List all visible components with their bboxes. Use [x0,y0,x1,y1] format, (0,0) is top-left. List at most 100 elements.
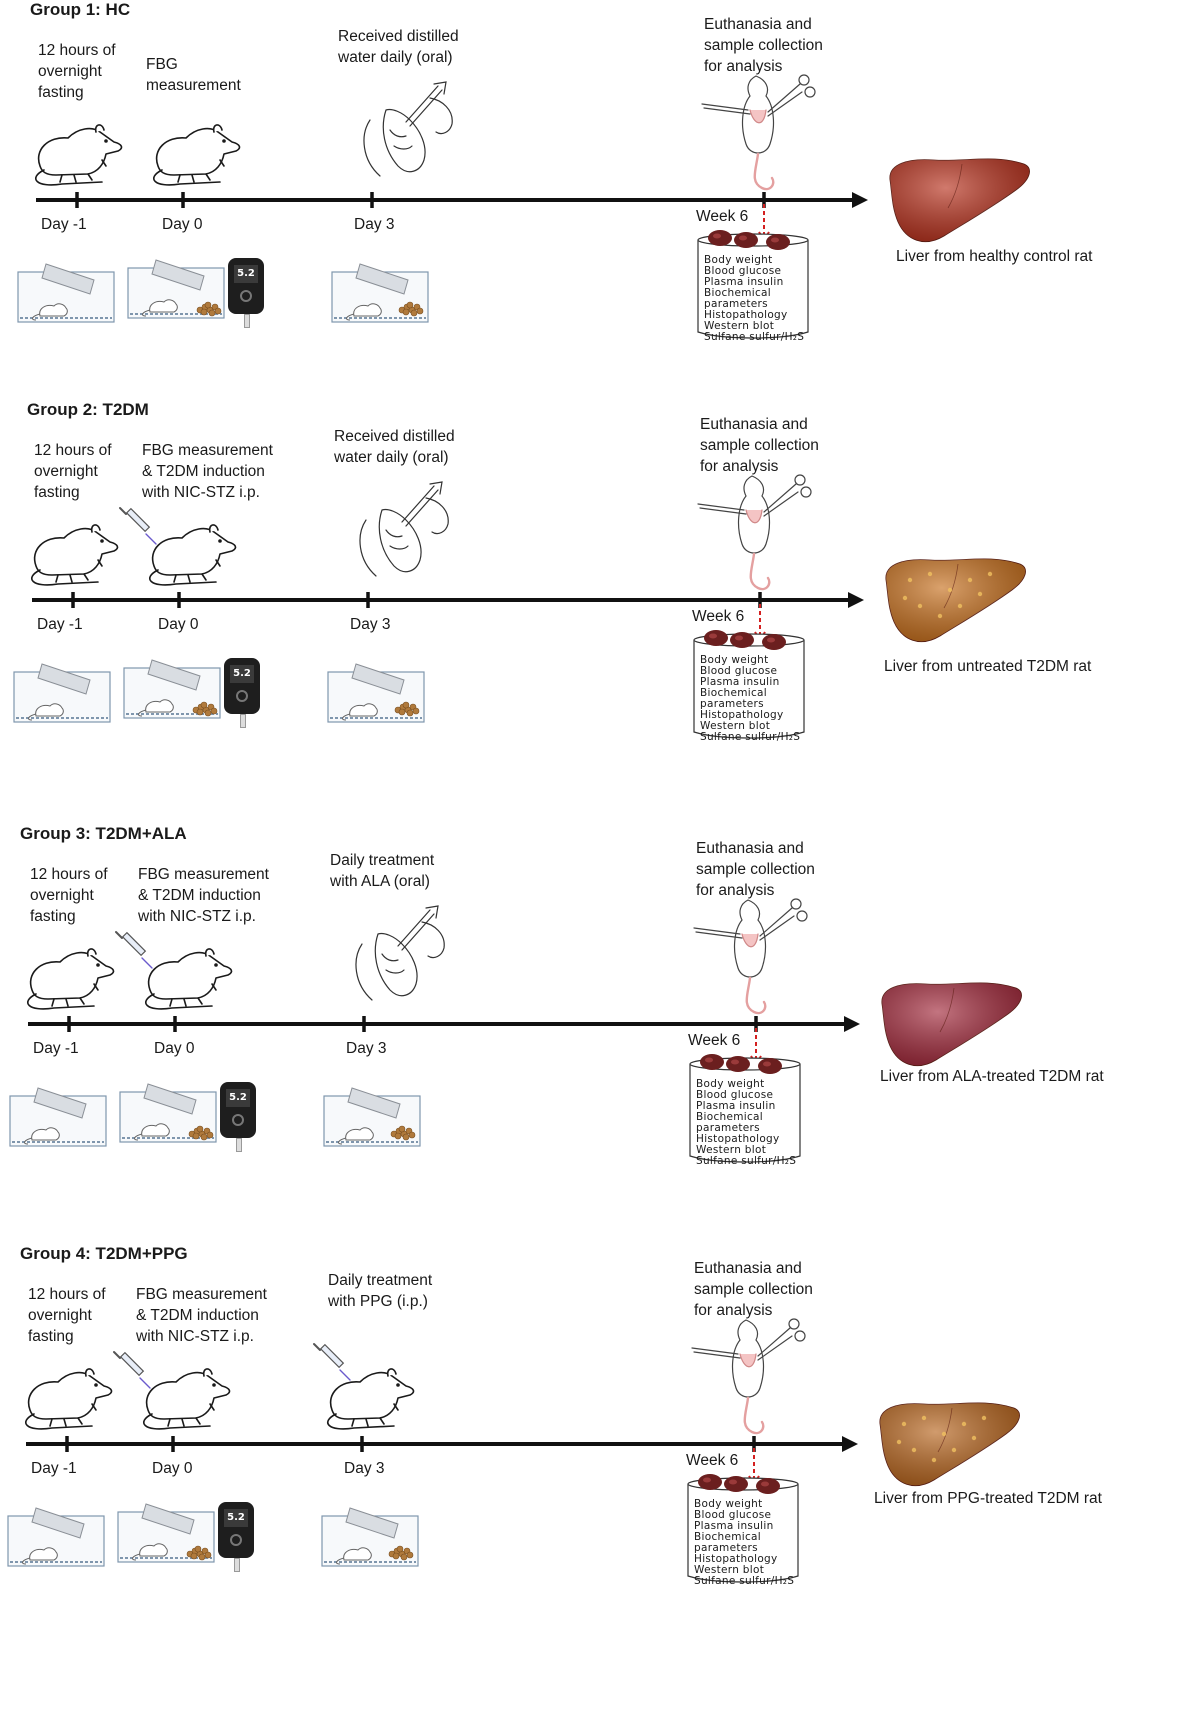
analysis-item: Biochemical [696,1111,764,1123]
meter-button [230,1534,242,1546]
day-label: Day -1 [37,616,83,633]
organ-sample [730,632,754,648]
organ-sample [724,1476,748,1492]
meter-screen: 5.2 [224,1509,248,1527]
fasting-label: 12 hours of overnight fasting [30,864,108,927]
fbg-label-line: with NIC-STZ i.p. [142,484,260,501]
oral-gavage-icon [363,81,453,177]
food-pellets-icon [186,1545,212,1561]
euthanasia-label-line: for analysis [696,882,775,899]
day-label: Day 0 [154,1040,195,1057]
analysis-item: Sulfane sulfur/H₂S [694,1575,795,1587]
fasting-label-line: overnight [30,887,94,904]
day-label: Day 3 [344,1460,385,1477]
organ-sample [700,1054,724,1070]
rat-icon [143,1368,231,1430]
week-label: Week 6 [696,208,749,225]
timeline-axis [36,192,868,208]
food-pellets-icon [192,701,218,717]
treatment-label-line: water daily (oral) [338,49,453,66]
food-pellets-icon [388,1545,414,1561]
fbg-label-line: & T2DM induction [136,1307,259,1324]
oral-gavage-icon [359,481,449,577]
rat-icon [145,948,233,1010]
treatment-label-line: water daily (oral) [334,449,449,466]
analysis-item: Plasma insulin [704,276,784,288]
rat-icon [25,1368,113,1430]
liver-icon [889,158,1030,242]
rat-icon [149,524,237,586]
group-title: Group 2: T2DM [27,400,149,419]
organ-sample [758,1058,782,1074]
euthanasia-label-line: Euthanasia and [700,416,808,433]
rat-icon [327,1368,415,1430]
fasting-label-line: fasting [30,908,76,925]
analysis-item: Histopathology [704,309,788,321]
fbg-label-line: & T2DM induction [138,887,261,904]
syringe-icon [115,931,153,969]
fasting-label-line: 12 hours of [38,42,116,59]
analysis-item: Body weight [694,1498,763,1510]
group-title: Group 1: HC [30,0,131,19]
fbg-label-line: with NIC-STZ i.p. [138,908,256,925]
euthanasia-label-line: Euthanasia and [704,16,812,33]
fbg-label-line: FBG measurement [136,1286,267,1303]
organ-sample [756,1478,780,1494]
cage-icon [17,263,115,323]
analysis-item: Biochemical [700,687,768,699]
fasting-label-line: fasting [34,484,80,501]
fbg-label: FBG measurement & T2DM induction with NIC-… [136,1284,267,1347]
analysis-item: parameters [700,698,764,710]
fbg-label-line: & T2DM induction [142,463,265,480]
test-strip [240,714,246,728]
day-label: Day 0 [152,1460,193,1477]
euthanasia-label-line: sample collection [696,861,815,878]
liver-label: Liver from healthy control rat [896,248,1093,265]
liver-icon [881,982,1022,1066]
cage-icon [9,1087,107,1147]
liver-icon [879,1402,1020,1486]
food-pellets-icon [196,301,222,317]
analysis-item: Blood glucose [700,665,778,677]
organ-sample [726,1056,750,1072]
analysis-item: parameters [704,298,768,310]
analysis-item: Histopathology [694,1553,778,1565]
food-pellets-icon [398,301,424,317]
day-label: Day -1 [41,216,87,233]
glucose-meter-icon: 5.2 [228,258,264,314]
liver-label: Liver from PPG-treated T2DM rat [874,1490,1102,1507]
treatment-label-line: Received distilled [334,428,455,445]
organ-sample [704,630,728,646]
analysis-item: Sulfane sulfur/H₂S [704,331,805,343]
fasting-label-line: 12 hours of [30,866,108,883]
analysis-item: Histopathology [700,709,784,721]
week-label: Week 6 [686,1452,739,1469]
analysis-item: Western blot [704,320,775,332]
euthanasia-label-line: for analysis [700,458,779,475]
group-title: Group 4: T2DM+PPG [20,1244,188,1263]
liver-label: Liver from ALA-treated T2DM rat [880,1068,1104,1085]
fasting-label-line: fasting [38,84,84,101]
treatment-label: Received distilled water daily (oral) [334,426,455,468]
euthanasia-label-line: sample collection [704,37,823,54]
treatment-label-line: Daily treatment [330,852,435,869]
fbg-label-line: FBG [146,56,178,73]
rat-icon [27,948,115,1010]
euthanasia-label-line: Euthanasia and [696,840,804,857]
syringe-icon [313,1343,351,1381]
dissection-rat-icon [691,1318,806,1435]
analysis-item: Plasma insulin [700,676,780,688]
glucose-meter-icon: 5.2 [220,1082,256,1138]
fbg-label-line: with NIC-STZ i.p. [136,1328,254,1345]
food-pellets-icon [394,701,420,717]
analysis-item: Plasma insulin [694,1520,774,1532]
analysis-item: Biochemical [704,287,772,299]
